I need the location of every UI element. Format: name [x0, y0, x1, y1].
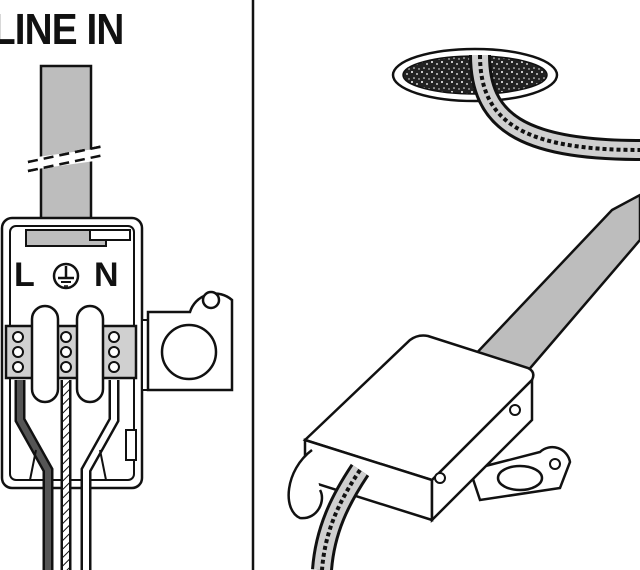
terminal-slot-live	[30, 304, 60, 404]
terminal-label-neutral: N	[94, 256, 119, 294]
driver-side-clip	[287, 448, 324, 520]
terminal-slot-neutral	[75, 304, 105, 404]
mounting-hole	[160, 323, 218, 381]
driver-cable	[467, 193, 640, 382]
earth-ground-icon	[52, 262, 80, 290]
driver-box	[302, 334, 535, 524]
terminal-screws	[12, 331, 120, 373]
right-panel-ceiling-install	[287, 47, 640, 570]
diagram-title: LINE IN	[0, 5, 124, 54]
terminal-label-live: L	[14, 256, 35, 294]
left-panel-terminal-block	[0, 64, 234, 570]
